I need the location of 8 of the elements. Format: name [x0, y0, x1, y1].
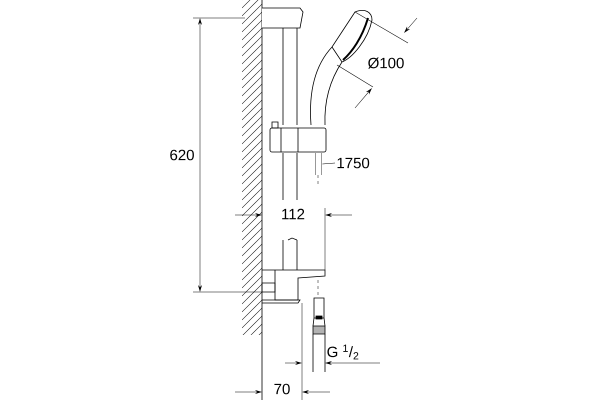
dimension-label: 1750	[338, 158, 370, 168]
dimension-label: 112	[282, 208, 304, 220]
dimension-label: 70	[274, 384, 290, 394]
leader-line	[322, 162, 336, 164]
hose-drawing	[315, 153, 322, 175]
dimension-label: G $^{1}$/$_{2}$	[327, 344, 358, 360]
dimension-label: Ø100	[368, 57, 404, 69]
dimension-label: 620	[170, 150, 194, 160]
